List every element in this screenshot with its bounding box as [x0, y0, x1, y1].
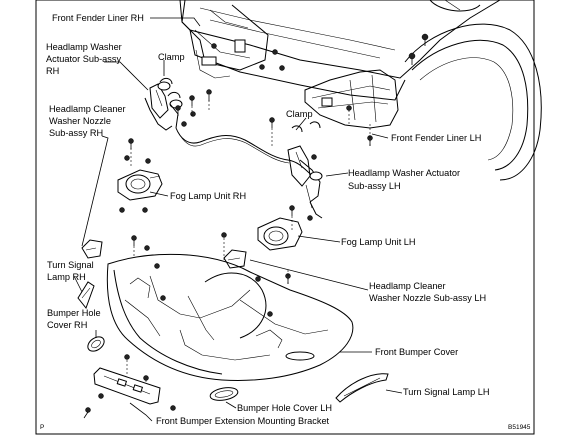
clip-icon — [189, 95, 195, 106]
label-bumper-hole-cover-lh: Bumper Hole Cover LH — [237, 403, 332, 413]
clip-icon — [311, 154, 317, 160]
headlamp-cleaner-nozzle-rh — [81, 239, 103, 259]
clip-icon — [143, 375, 149, 381]
clamp-lh — [291, 121, 321, 133]
clip-icon — [307, 215, 313, 221]
page-marker: P — [40, 424, 44, 431]
clip-icon — [170, 405, 176, 411]
clip-icon — [221, 232, 227, 238]
figure-code: B51945 — [508, 424, 531, 431]
screw-icon — [408, 52, 416, 65]
clip-icon — [145, 158, 151, 164]
label-headlamp-washer-actuator-lh-line2: Sub-assy LH — [348, 181, 401, 191]
label-headlamp-washer-actuator-rh-line3: RH — [46, 66, 59, 76]
clip-icon — [142, 207, 148, 213]
headlamp-washer-actuator-lh — [287, 145, 323, 219]
label-front-bumper-cover: Front Bumper Cover — [375, 347, 458, 357]
vehicle-body-outline — [179, 0, 542, 181]
clip-icon — [181, 121, 187, 127]
label-turn-signal-lamp-rh-line1: Turn Signal — [47, 260, 94, 270]
label-bumper-hole-cover-rh-line2: Cover RH — [47, 320, 87, 330]
screw-icon — [421, 33, 429, 46]
label-clamp-left: Clamp — [158, 52, 185, 62]
clamp-rh — [159, 77, 181, 99]
clip-icon — [269, 117, 275, 128]
label-turn-signal-lamp-rh-line2: Lamp RH — [47, 272, 86, 282]
front-bumper-extension-bracket — [93, 367, 161, 405]
fog-lamp-unit-rh — [117, 169, 163, 201]
label-leaders — [73, 17, 403, 422]
clip-icon — [154, 263, 160, 269]
label-headlamp-washer-actuator-rh-line1: Headlamp Washer — [46, 42, 122, 52]
screw-icon — [211, 43, 217, 49]
dashed-leaders — [126, 100, 371, 388]
label-headlamp-cleaner-nozzle-lh-line2: Washer Nozzle Sub-assy LH — [369, 293, 486, 303]
screw-icon — [259, 64, 265, 70]
washer-hose-inner — [177, 131, 290, 164]
front-fender-liner-lh — [304, 69, 399, 129]
clip-icon — [124, 155, 130, 161]
label-headlamp-cleaner-nozzle-rh-line2: Washer Nozzle — [49, 116, 111, 126]
mounting-clips — [83, 95, 373, 419]
fog-lamp-unit-lh — [257, 217, 303, 251]
turn-signal-lamp-rh — [77, 281, 95, 310]
clip-icon — [255, 276, 261, 282]
clip-icon — [124, 354, 130, 360]
label-fog-lamp-unit-rh: Fog Lamp Unit RH — [170, 191, 246, 201]
clip-icon — [160, 295, 166, 301]
clip-icon — [83, 407, 91, 419]
clip-icon — [119, 207, 125, 213]
label-headlamp-cleaner-nozzle-lh-line1: Headlamp Cleaner — [369, 281, 446, 291]
clip-icon — [131, 235, 137, 246]
label-headlamp-washer-actuator-lh-line1: Headlamp Washer Actuator — [348, 168, 460, 178]
clip-icon — [289, 205, 295, 216]
clip-icon — [144, 245, 150, 251]
front-bumper-cover — [106, 253, 354, 381]
bumper-hole-cover-lh — [209, 387, 239, 401]
clip-icon — [267, 311, 273, 317]
label-fog-lamp-unit-lh: Fog Lamp Unit LH — [341, 237, 416, 247]
label-headlamp-washer-actuator-rh-line2: Actuator Sub-assy — [46, 54, 121, 64]
label-front-fender-liner-lh: Front Fender Liner LH — [391, 133, 481, 143]
screw-icon — [279, 65, 285, 71]
label-bumper-hole-cover-rh-line1: Bumper Hole — [47, 308, 101, 318]
clip-icon — [98, 393, 104, 399]
washer-hose — [175, 127, 316, 179]
label-front-fender-liner-rh: Front Fender Liner RH — [52, 13, 144, 23]
clip-icon — [190, 111, 196, 117]
front-fender-liner-rh — [181, 0, 269, 79]
turn-signal-lamp-lh — [335, 373, 389, 403]
clip-icon — [346, 105, 352, 111]
label-headlamp-cleaner-nozzle-rh-line1: Headlamp Cleaner — [49, 104, 126, 114]
clip-icon — [175, 105, 181, 116]
label-front-bumper-extension-bracket: Front Bumper Extension Mounting Bracket — [156, 416, 330, 426]
label-headlamp-cleaner-nozzle-rh-line3: Sub-assy RH — [49, 128, 103, 138]
diagram-border — [35, 0, 535, 435]
screw-icon — [206, 89, 212, 101]
bumper-hole-cover-rh — [87, 336, 105, 352]
label-clamp-right: Clamp — [286, 109, 313, 119]
screw-icon — [272, 49, 278, 55]
label-turn-signal-lamp-lh: Turn Signal Lamp LH — [403, 387, 489, 397]
clip-icon — [128, 138, 134, 149]
